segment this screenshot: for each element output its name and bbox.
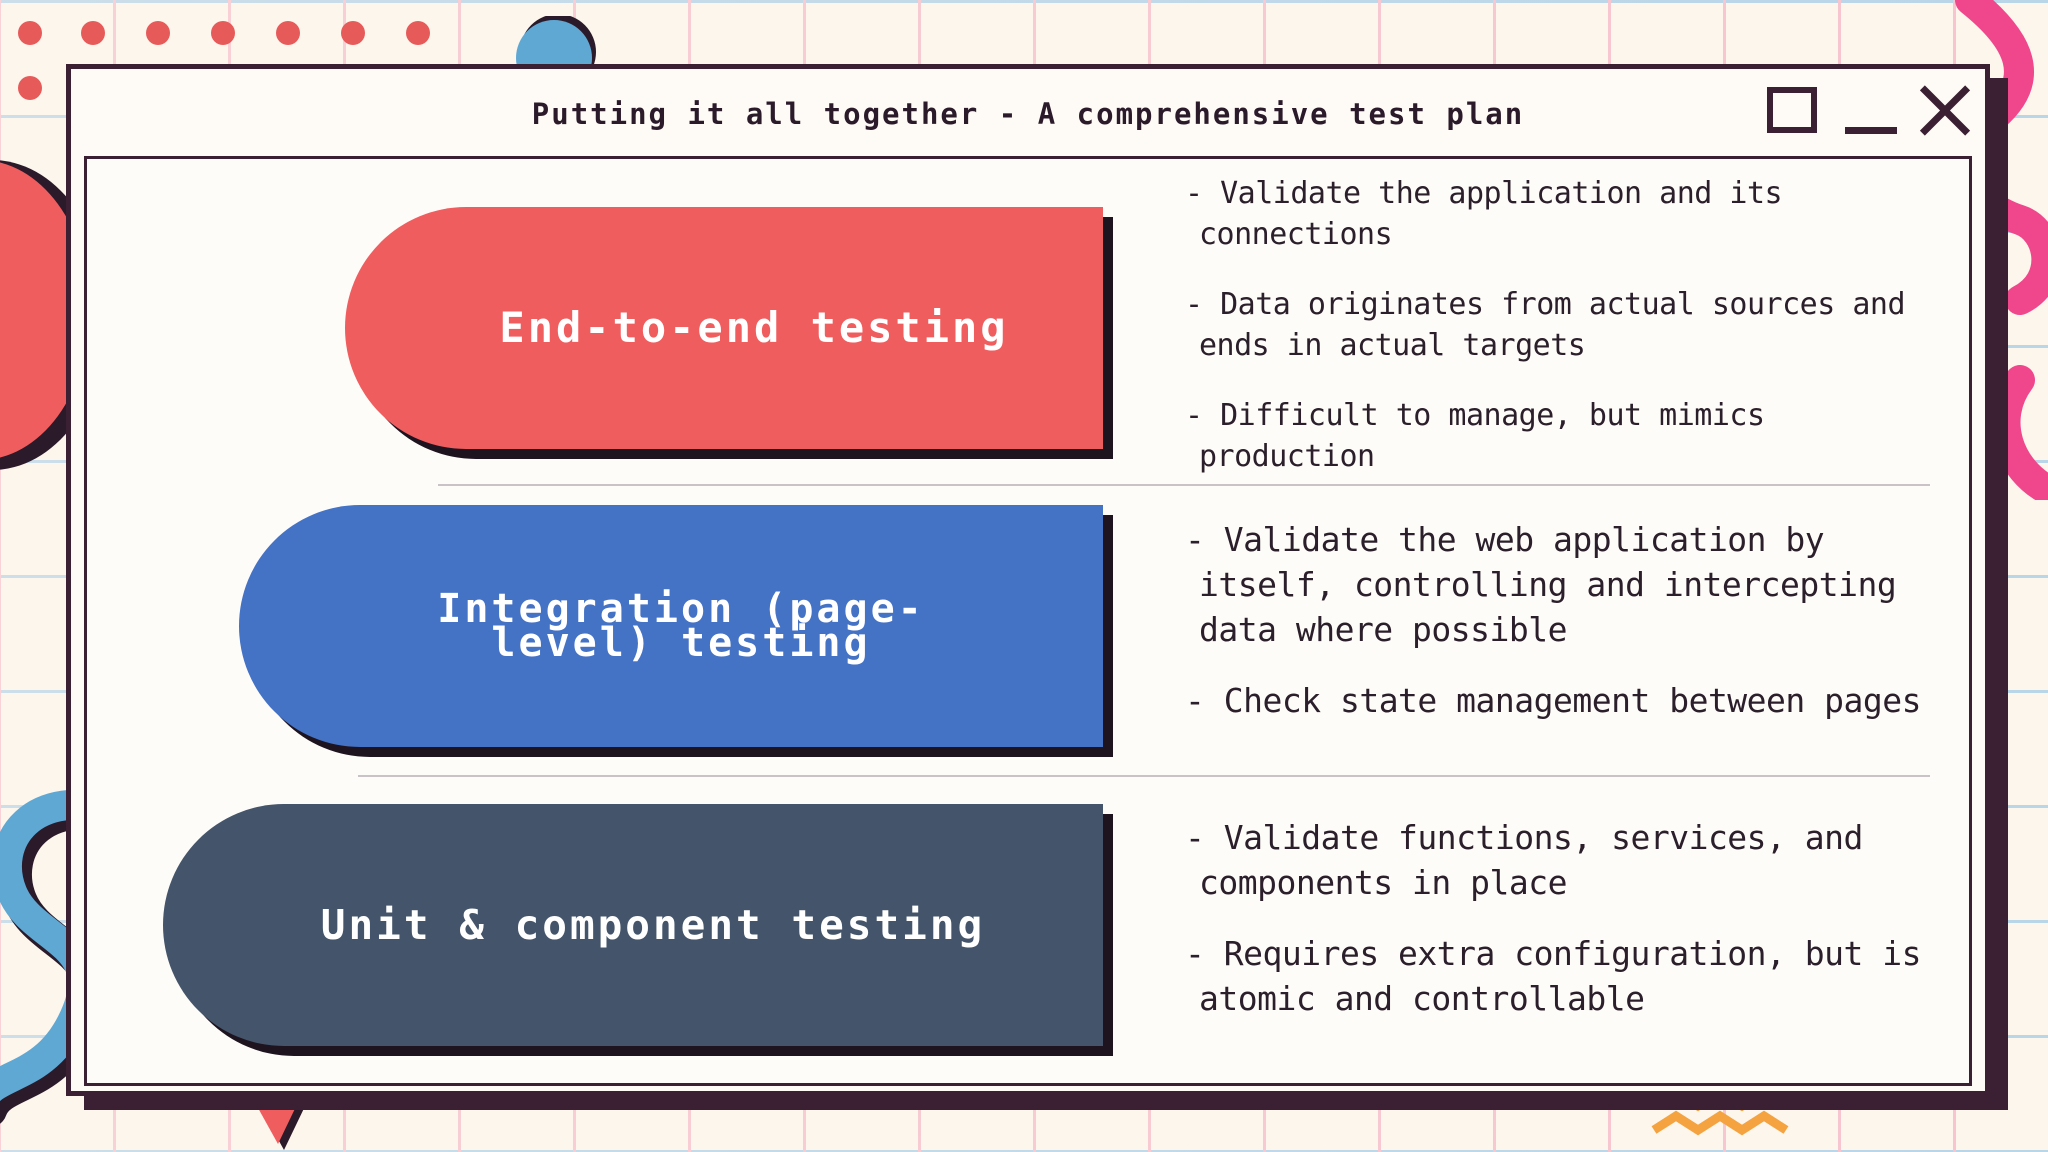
bullet-item: Validate the web application by itself, … xyxy=(1175,517,1955,652)
row-divider xyxy=(438,484,1930,486)
bullet-item: Data originates from actual sources and … xyxy=(1175,284,1955,366)
unit-component-testing-label: Unit & component testing xyxy=(320,900,986,949)
bullet-item: Check state management between pages xyxy=(1175,678,1955,723)
presentation-window: Putting it all together - A comprehensiv… xyxy=(66,64,1990,1096)
window-title: Putting it all together - A comprehensiv… xyxy=(531,97,1525,131)
title-bar: Putting it all together - A comprehensiv… xyxy=(71,69,1985,155)
row-divider xyxy=(358,775,1930,777)
content-area: End-to-end testing Validate the applicat… xyxy=(84,156,1972,1086)
minimize-icon[interactable] xyxy=(1845,127,1897,134)
bullet-item: Difficult to manage, but mimics producti… xyxy=(1175,395,1955,477)
integration-bullets: Validate the web application by itself, … xyxy=(1175,517,1955,723)
maximize-icon[interactable] xyxy=(1767,87,1817,133)
integration-testing-pill: Integration (page-level) testing xyxy=(239,505,1103,747)
bullet-item: Validate the application and its connect… xyxy=(1175,173,1955,255)
end-to-end-testing-pill: End-to-end testing xyxy=(345,207,1103,449)
unit-component-testing-pill: Unit & component testing xyxy=(163,804,1103,1046)
integration-testing-label: Integration (page-level) testing xyxy=(437,586,925,666)
end-to-end-testing-label: End-to-end testing xyxy=(499,303,1009,352)
close-icon[interactable] xyxy=(1917,83,1973,139)
bullet-item: Requires extra configuration, but is ato… xyxy=(1175,931,1955,1021)
blue-squiggle-decoration xyxy=(0,780,180,1152)
end-to-end-bullets: Validate the application and its connect… xyxy=(1175,173,1955,477)
bullet-item: Validate functions, services, and compon… xyxy=(1175,815,1955,905)
unit-component-bullets: Validate functions, services, and compon… xyxy=(1175,815,1955,1021)
